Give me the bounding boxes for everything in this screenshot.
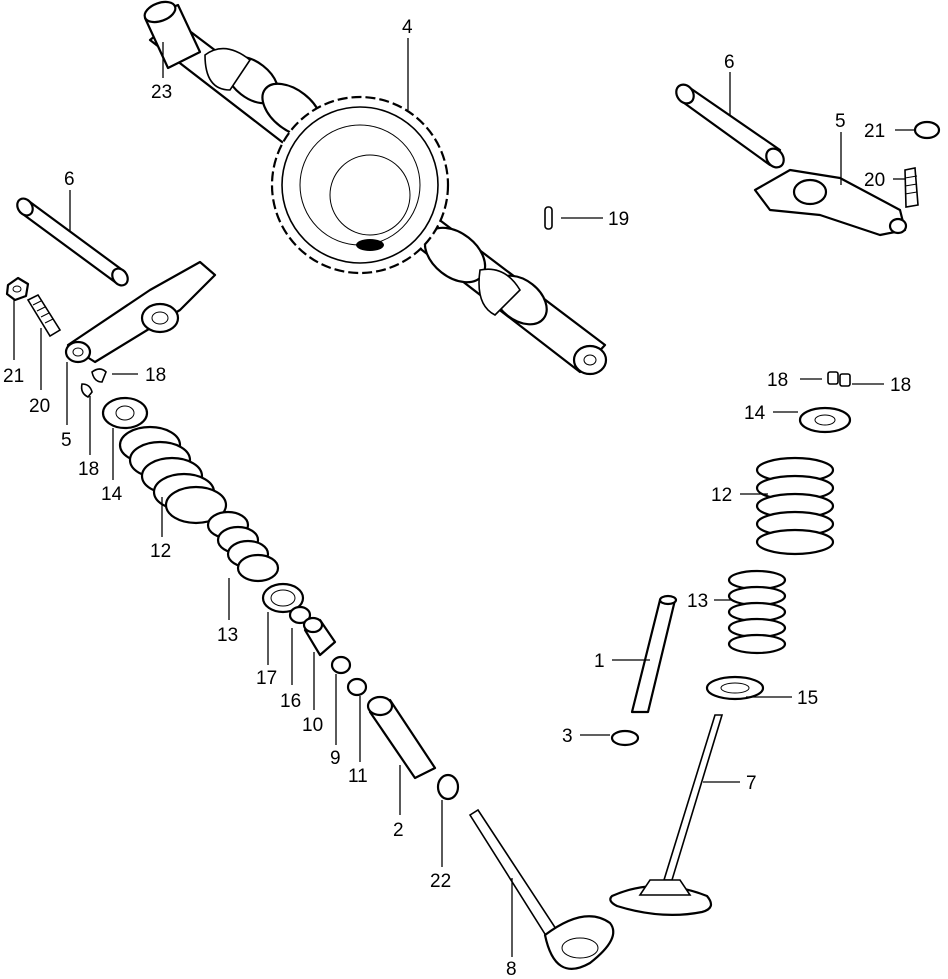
label-part-13-left: 13 <box>217 625 238 646</box>
cotter-left <box>80 368 107 399</box>
label-part-18-left-b: 18 <box>78 459 99 480</box>
oring-11 <box>346 677 368 697</box>
rocker-shaft-right <box>675 83 785 169</box>
label-part-12-right: 12 <box>711 485 732 506</box>
label-part-15: 15 <box>797 688 818 709</box>
retainer-left <box>101 396 149 430</box>
label-part-2: 2 <box>393 820 404 841</box>
guide-10 <box>302 616 337 657</box>
label-part-1: 1 <box>594 651 605 672</box>
label-part-22: 22 <box>430 871 451 892</box>
label-part-8: 8 <box>506 959 517 979</box>
label-part-9: 9 <box>330 748 341 769</box>
label-part-10: 10 <box>302 715 323 736</box>
cotter-right <box>827 371 851 387</box>
label-part-21-right: 21 <box>864 121 885 142</box>
spring-seat-17 <box>261 582 305 614</box>
label-part-14-right: 14 <box>744 403 766 424</box>
rocker-arm-right <box>753 168 908 237</box>
label-part-16: 16 <box>280 691 301 712</box>
outer-spring-left <box>118 425 228 525</box>
label-part-19: 19 <box>608 209 629 230</box>
seal-16 <box>288 605 312 625</box>
label-part-21-left: 21 <box>3 366 24 387</box>
label-part-14-left: 14 <box>101 484 123 505</box>
valve-7 <box>609 714 724 916</box>
label-part-18-left-a: 18 <box>145 365 166 386</box>
label-part-3: 3 <box>562 726 573 747</box>
adjust-screw-right <box>904 167 919 208</box>
label-part-23: 23 <box>151 82 172 103</box>
label-part-5-left: 5 <box>61 430 72 451</box>
valve-8 <box>468 808 615 970</box>
oring-9 <box>330 655 352 675</box>
valve-guide-1 <box>630 594 678 714</box>
oring-22 <box>436 773 460 801</box>
valve-guide-2 <box>366 695 437 780</box>
adjust-screw-left <box>26 293 62 338</box>
adjust-nut-left <box>5 276 30 302</box>
label-part-6-right: 6 <box>724 52 735 73</box>
label-part-11: 11 <box>348 766 368 787</box>
rocker-shaft-left <box>16 197 129 287</box>
leader-lines <box>13 38 915 957</box>
rocker-arm-left <box>64 260 217 364</box>
dowel-pin <box>544 206 553 230</box>
label-part-6-left: 6 <box>64 169 75 190</box>
part-labels: 4 23 6 5 21 20 19 6 21 20 5 18 18 14 12 … <box>3 17 911 979</box>
cam-sprocket <box>270 95 450 275</box>
adjust-nut-right <box>913 120 941 140</box>
inner-spring-right <box>727 569 787 655</box>
inner-spring-left <box>206 510 280 583</box>
retainer-right <box>798 406 852 434</box>
label-part-5-right: 5 <box>835 111 846 132</box>
label-part-17: 17 <box>256 668 277 689</box>
label-part-12-left: 12 <box>150 541 171 562</box>
label-part-20-left: 20 <box>29 396 50 417</box>
label-part-7: 7 <box>746 773 757 794</box>
label-part-4: 4 <box>402 17 413 38</box>
label-part-13-right: 13 <box>687 591 708 612</box>
outer-spring-right <box>755 456 835 556</box>
label-part-18-right-b: 18 <box>890 375 911 396</box>
clip-3 <box>610 729 640 747</box>
label-part-20-right: 20 <box>864 170 885 191</box>
spring-seat-15 <box>705 675 765 701</box>
label-part-18-right-a: 18 <box>767 370 788 391</box>
